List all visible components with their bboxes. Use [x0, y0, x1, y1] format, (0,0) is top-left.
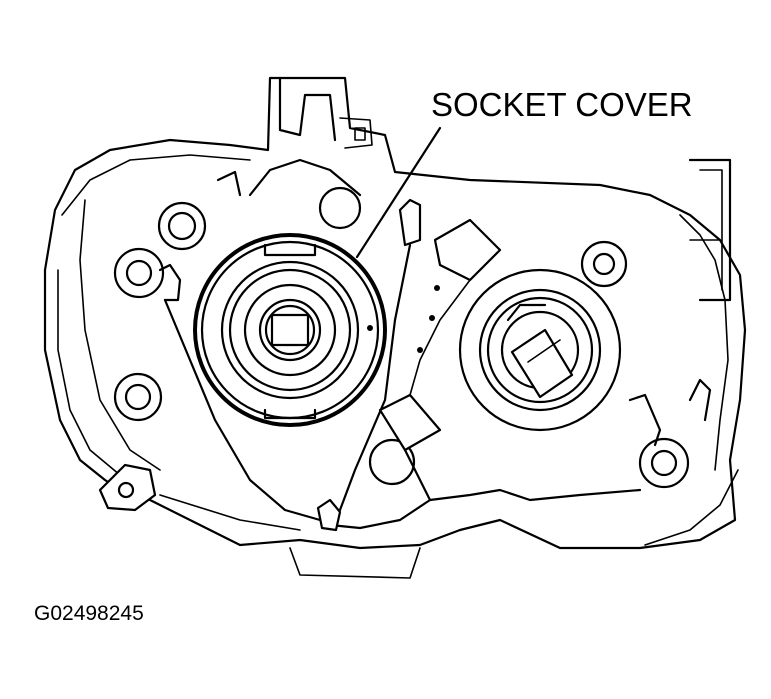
mounting-holes [113, 186, 690, 489]
socket-cover-callout-label: SOCKET COVER [431, 86, 693, 123]
wiring-harness [158, 170, 712, 532]
socket-cover [193, 158, 387, 427]
bulb-socket [458, 268, 622, 432]
callout-leader-line [355, 126, 442, 259]
figure-id-label: G02498245 [34, 602, 144, 625]
headlamp-housing [43, 76, 747, 579]
